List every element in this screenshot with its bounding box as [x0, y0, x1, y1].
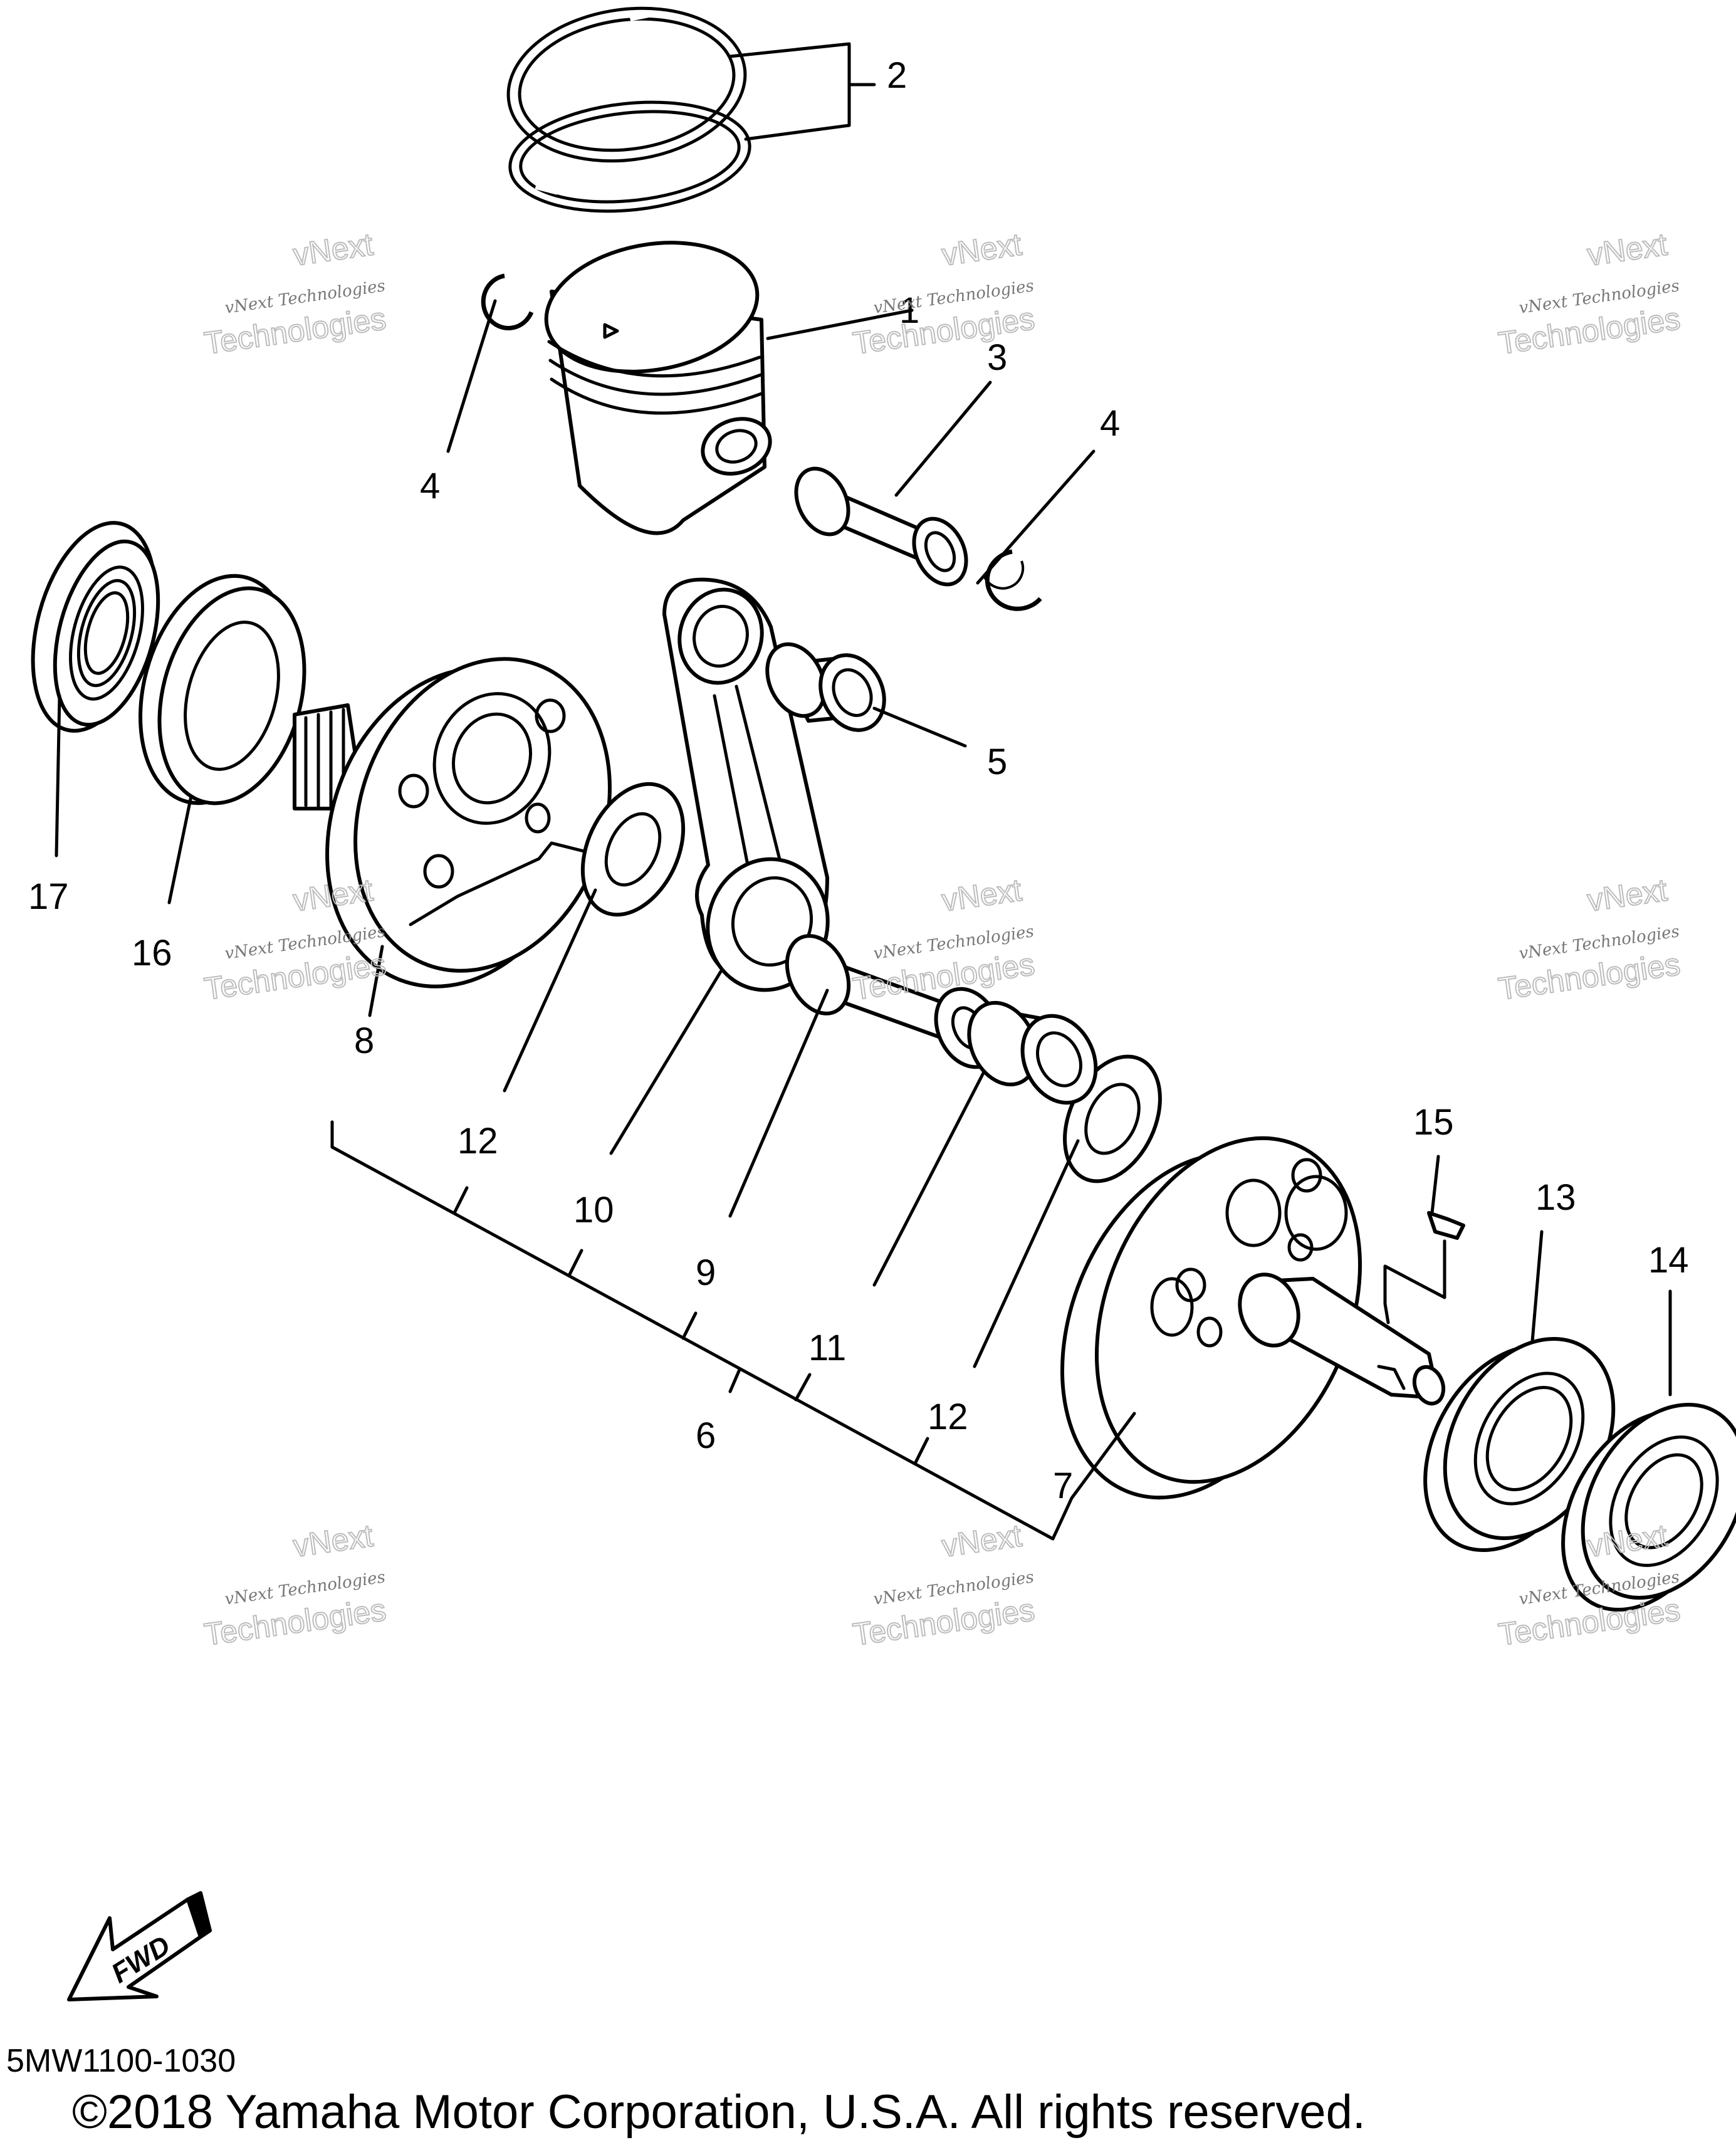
- callout-17: 17: [28, 876, 69, 917]
- watermark-8: vNext vNext Technologies Technologies: [850, 1518, 1037, 1653]
- piston-pin: [794, 466, 968, 587]
- callout-16: 16: [132, 933, 172, 973]
- svg-text:vNext: vNext: [1585, 227, 1669, 273]
- oil-seal: [31, 521, 160, 733]
- callout-12-left: 12: [458, 1121, 498, 1161]
- crank-wheel-left: [293, 657, 612, 988]
- part-code: 5MW1100-1030: [6, 2043, 236, 2079]
- callout-13: 13: [1535, 1177, 1576, 1218]
- callout-11: 11: [808, 1328, 846, 1368]
- thrust-washer-left: [580, 782, 686, 917]
- callout-6: 6: [696, 1415, 716, 1456]
- connecting-rod: [662, 577, 830, 992]
- callout-10: 10: [573, 1190, 614, 1230]
- callout-2: 2: [887, 55, 907, 96]
- small-end-bearing: [765, 642, 886, 732]
- oil-seal-right: [1561, 1402, 1736, 1612]
- svg-text:vNext: vNext: [939, 1518, 1023, 1564]
- callout-3: 3: [987, 337, 1007, 378]
- fwd-arrow-icon: FWD: [67, 1891, 212, 2001]
- svg-text:vNext: vNext: [1585, 873, 1669, 918]
- piston-rings: [506, 6, 751, 213]
- callout-7: 7: [1053, 1466, 1073, 1506]
- bearing-left: [139, 574, 306, 805]
- callout-8: 8: [354, 1020, 374, 1061]
- callouts: 1 2 3 4 4 5 6 7 8 9 10 11 12 12 13 14 15…: [28, 55, 1689, 1506]
- big-end-bearing: [967, 1000, 1098, 1105]
- watermark-6: vNext vNext Technologies Technologies: [1495, 872, 1683, 1007]
- callout-15: 15: [1413, 1102, 1454, 1143]
- svg-text:vNext: vNext: [291, 1518, 375, 1564]
- svg-text:vNext: vNext: [291, 227, 375, 273]
- callout-14: 14: [1648, 1240, 1689, 1281]
- callout-4-right: 4: [1100, 403, 1120, 444]
- watermark-1: vNext vNext Technologies Technologies: [201, 226, 389, 362]
- leader-lines: [55, 42, 1672, 1541]
- copyright: ©2018 Yamaha Motor Corporation, U.S.A. A…: [72, 2085, 1366, 2139]
- piston: [544, 241, 772, 535]
- watermark-5: vNext vNext Technologies Technologies: [850, 872, 1037, 1007]
- svg-text:vNext: vNext: [939, 227, 1023, 273]
- watermark-3: vNext vNext Technologies Technologies: [1495, 226, 1683, 362]
- svg-text:vNext: vNext: [939, 873, 1023, 918]
- woodruff-key: [1383, 1211, 1465, 1324]
- crank-wheel-right: [1060, 1136, 1446, 1500]
- watermark-2: vNext vNext Technologies Technologies: [850, 226, 1037, 362]
- callout-4-left: 4: [420, 466, 440, 506]
- callout-12-right: 12: [928, 1397, 968, 1437]
- callout-1: 1: [899, 290, 919, 331]
- watermark-7: vNext vNext Technologies Technologies: [201, 1518, 389, 1653]
- callout-9: 9: [696, 1252, 716, 1293]
- watermark-4: vNext vNext Technologies Technologies: [201, 872, 389, 1007]
- callout-5: 5: [987, 742, 1007, 782]
